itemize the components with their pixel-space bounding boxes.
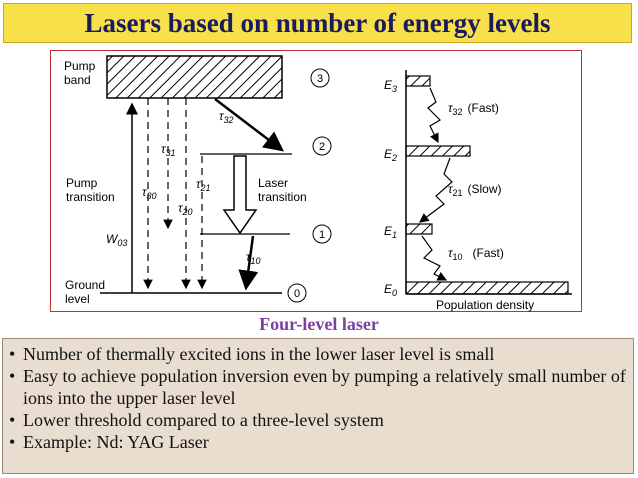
bullet-item: •Example: Nd: YAG Laser [9, 432, 209, 452]
e2-label: E2 [384, 147, 397, 163]
page-title: Lasers based on number of energy levels [84, 7, 551, 38]
tau20-label: τ20 [178, 201, 193, 217]
bullet-list: •Number of thermally excited ions in the… [9, 343, 627, 453]
bullet-item: •Number of thermally excited ions in the… [9, 344, 495, 364]
tau10-label: τ10 [246, 250, 261, 266]
pump-transition-label-line1: Pump [66, 176, 98, 190]
tau31-label: τ31 [161, 142, 176, 158]
pump-band-label-line2: band [64, 73, 91, 87]
population-bar-e1 [405, 223, 433, 235]
pump-band-label-line1: Pump [64, 59, 96, 73]
tau32-label: τ32 [219, 109, 234, 125]
tau21-speed-label: τ21(Slow) [448, 182, 502, 198]
tau32-arrow [214, 98, 284, 152]
title-bar: Lasers based on number of energy levels [3, 3, 632, 43]
tau21-label: τ21 [196, 177, 211, 193]
tau10-speed-label: τ10(Fast) [448, 246, 504, 262]
population-bar-e2 [405, 145, 471, 157]
population-bar-e0 [405, 281, 569, 295]
bullet-dot-icon: • [9, 432, 16, 452]
level-2-marker: 2 [312, 136, 332, 156]
e0-label: E0 [384, 282, 397, 298]
laser-transition-label-line2: transition [258, 190, 307, 204]
tau32-decay-arrow [427, 87, 441, 144]
pump-transition-label-line2: transition [66, 190, 115, 204]
e3-label: E3 [384, 78, 397, 94]
population-density-label: Population density [436, 298, 534, 312]
laser-transition-label-line1: Laser [258, 176, 288, 190]
tau10-arrow [238, 235, 259, 291]
figure-caption: Four-level laser [259, 314, 379, 334]
population-bar-e3 [405, 75, 431, 87]
bullet-dot-icon: • [9, 344, 16, 364]
bullet-item: •Lower threshold compared to a three-lev… [9, 410, 384, 430]
e1-label: E1 [384, 224, 397, 240]
laser-transition-arrow [222, 155, 258, 235]
pump-band [106, 55, 283, 99]
level-0-marker: 0 [287, 283, 307, 303]
bullet-panel: •Number of thermally excited ions in the… [2, 338, 634, 474]
svg-text:3: 3 [317, 73, 323, 85]
svg-text:2: 2 [319, 141, 325, 153]
level-1-marker: 1 [312, 224, 332, 244]
tau32-speed-label: τ32(Fast) [448, 101, 499, 117]
tau30-label: τ30 [142, 185, 157, 201]
tau10-decay-arrow [421, 235, 448, 281]
energy-level-diagram: Pump band 3 2 1 0 Pump transition Ground… [50, 50, 582, 312]
level-3-marker: 3 [310, 68, 330, 88]
tau21-decay-arrow [419, 157, 453, 223]
svg-text:1: 1 [319, 229, 325, 241]
bullet-dot-icon: • [9, 366, 16, 386]
bullet-dot-icon: • [9, 410, 16, 430]
ground-level-label-line2: level [65, 292, 90, 306]
svg-text:0: 0 [294, 288, 300, 300]
bullet-item: •Easy to achieve population inversion ev… [9, 366, 626, 408]
w03-label: W03 [106, 232, 127, 248]
ground-level-label-line1: Ground [65, 278, 105, 292]
